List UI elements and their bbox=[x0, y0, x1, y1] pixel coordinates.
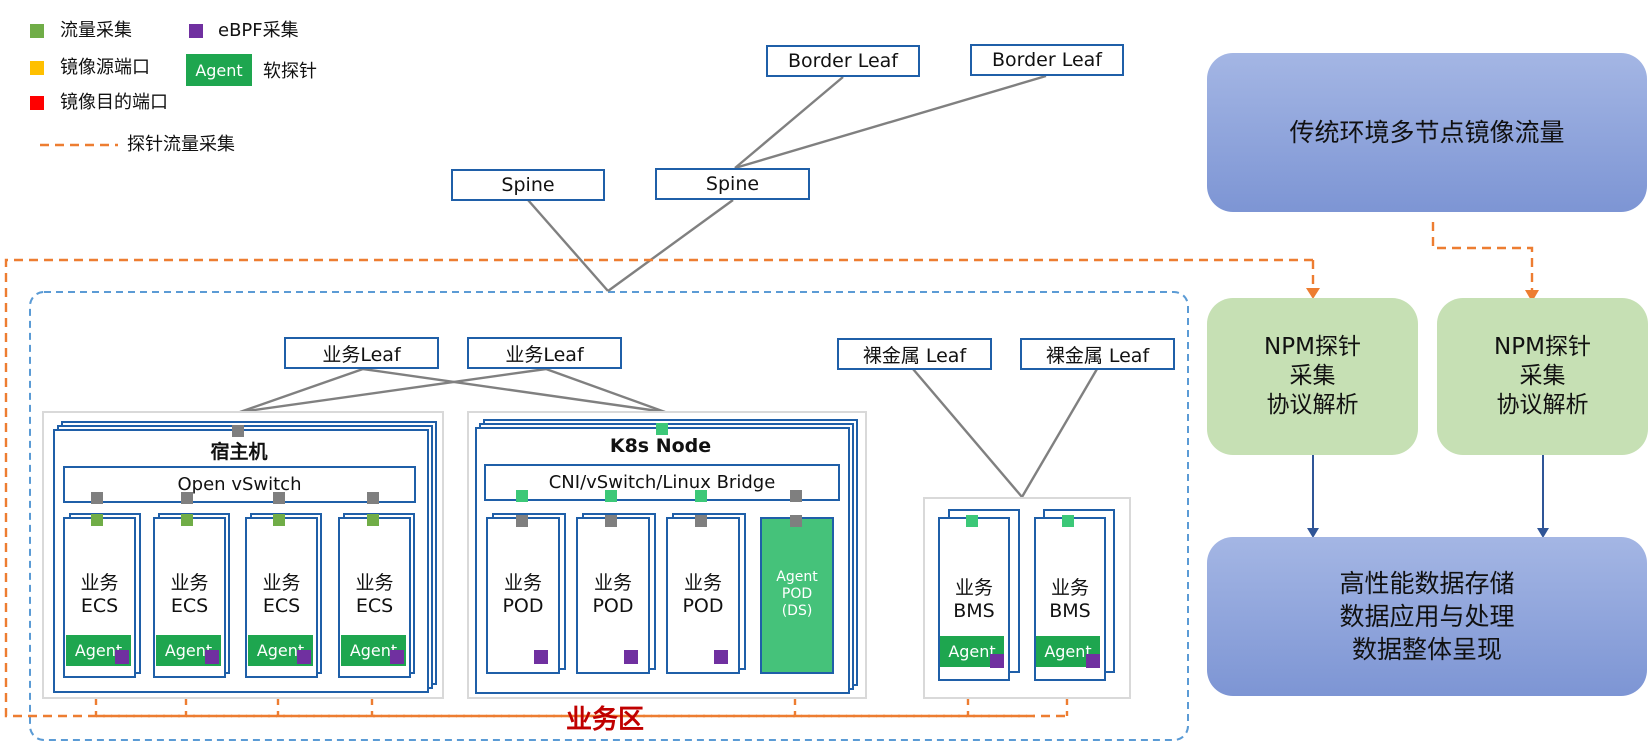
bms-1-port bbox=[966, 515, 978, 527]
ecs-card-1: 业务 ECS Agent bbox=[63, 517, 136, 678]
cni-port-1 bbox=[516, 490, 528, 502]
cni-port-3 bbox=[695, 490, 707, 502]
ebpf-marker bbox=[1086, 654, 1100, 668]
border-leaf-2-box: Border Leaf bbox=[970, 44, 1124, 76]
ebpf-marker bbox=[297, 650, 311, 664]
bms-card-2-label: 业务 BMS bbox=[1049, 577, 1091, 622]
ebpf-marker bbox=[115, 650, 129, 664]
bms-card-2: 业务 BMS Agent bbox=[1034, 517, 1106, 681]
bm-leaf-1-box: 裸金属 Leaf bbox=[837, 338, 992, 370]
ebpf-marker bbox=[714, 650, 728, 664]
ecs-card-2: 业务 ECS Agent bbox=[153, 517, 226, 678]
ecs-2-port bbox=[181, 514, 193, 526]
border-leaf-1-box: Border Leaf bbox=[766, 45, 920, 77]
business-zone-boundary bbox=[29, 291, 1189, 741]
network-links bbox=[239, 74, 1099, 498]
npm-to-storage-arrows bbox=[1312, 455, 1544, 530]
ovs-port-4 bbox=[367, 492, 379, 504]
bms-card-1-label: 业务 BMS bbox=[953, 577, 995, 622]
pod-card-1: 业务 POD bbox=[486, 517, 560, 674]
npm-probe-left-panel: NPM探针 采集 协议解析 bbox=[1207, 298, 1418, 455]
host-uplink-port bbox=[232, 425, 244, 437]
mirror-source-label: 镜像源端口 bbox=[60, 57, 150, 78]
ecs-3-port bbox=[273, 514, 285, 526]
ebpf-marker bbox=[534, 650, 548, 664]
pod-card-3: 业务 POD bbox=[666, 517, 740, 674]
business-zone-label: 业务区 bbox=[566, 705, 645, 735]
pod-2-port bbox=[605, 515, 617, 527]
pod-1-port bbox=[516, 515, 528, 527]
bms-card-2-agent: Agent bbox=[1036, 636, 1100, 667]
k8s-uplink-port bbox=[656, 423, 668, 435]
spine-1-box: Spine bbox=[451, 169, 605, 201]
pod-card-3-label: 业务 POD bbox=[682, 572, 724, 617]
open-vswitch-bar: Open vSwitch bbox=[63, 466, 416, 503]
ecs-1-port bbox=[91, 514, 103, 526]
ecs-4-port bbox=[367, 514, 379, 526]
ebpf-marker bbox=[205, 650, 219, 664]
agent-pod-port bbox=[790, 515, 802, 527]
bms-2-port bbox=[1062, 515, 1074, 527]
ecs-card-4-label: 业务 ECS bbox=[355, 572, 394, 617]
mirror-dest-swatch bbox=[30, 96, 44, 110]
ebpf-marker bbox=[990, 654, 1004, 668]
bm-leaf-2-box: 裸金属 Leaf bbox=[1020, 338, 1175, 370]
pod-card-1-label: 业务 POD bbox=[502, 572, 544, 617]
bms-card-1: 业务 BMS Agent bbox=[938, 517, 1010, 681]
pod-card-2-label: 业务 POD bbox=[592, 572, 634, 617]
spine-2-box: Spine bbox=[655, 168, 810, 200]
cni-port-2 bbox=[605, 490, 617, 502]
flow-capture-swatch bbox=[30, 24, 44, 38]
pod-card-2: 业务 POD bbox=[576, 517, 650, 674]
legend-agent-desc: 软探针 bbox=[263, 61, 317, 82]
ebpf-marker bbox=[390, 650, 404, 664]
ovs-port-2 bbox=[181, 492, 193, 504]
ebpf-capture-swatch bbox=[189, 24, 203, 38]
mirror-dest-label: 镜像目的端口 bbox=[60, 92, 168, 113]
ebpf-marker bbox=[624, 650, 638, 664]
ecs-card-4: 业务 ECS Agent bbox=[338, 517, 411, 678]
pod-3-port bbox=[695, 515, 707, 527]
biz-leaf-2-box: 业务Leaf bbox=[467, 337, 622, 369]
biz-leaf-1-box: 业务Leaf bbox=[284, 337, 439, 369]
mirror-source-swatch bbox=[30, 61, 44, 75]
ecs-card-3-label: 业务 ECS bbox=[262, 572, 301, 617]
flow-capture-label: 流量采集 bbox=[60, 20, 132, 41]
host-title: 宿主机 bbox=[210, 441, 268, 463]
ebpf-capture-label: eBPF采集 bbox=[218, 20, 299, 41]
cni-port-4 bbox=[790, 490, 802, 502]
ecs-card-1-label: 业务 ECS bbox=[80, 572, 119, 617]
probe-arrowheads bbox=[1306, 288, 1539, 302]
agent-pod-ds: Agent POD (DS) bbox=[760, 517, 834, 674]
k8s-title: K8s Node bbox=[609, 435, 712, 457]
ovs-port-1 bbox=[91, 492, 103, 504]
ecs-card-3: 业务 ECS Agent bbox=[245, 517, 318, 678]
npm-probe-right-panel: NPM探针 采集 协议解析 bbox=[1437, 298, 1648, 455]
ecs-card-2-label: 业务 ECS bbox=[170, 572, 209, 617]
cni-switch-bar: CNI/vSwitch/Linux Bridge bbox=[484, 464, 840, 501]
storage-panel: 高性能数据存储 数据应用与处理 数据整体呈现 bbox=[1207, 537, 1647, 696]
agent-pod-label: Agent POD (DS) bbox=[776, 569, 818, 619]
probe-line-label: 探针流量采集 bbox=[127, 134, 235, 155]
legend-agent-badge: Agent bbox=[186, 54, 252, 86]
ovs-port-3 bbox=[273, 492, 285, 504]
mirror-traffic-panel: 传统环境多节点镜像流量 bbox=[1207, 53, 1647, 212]
